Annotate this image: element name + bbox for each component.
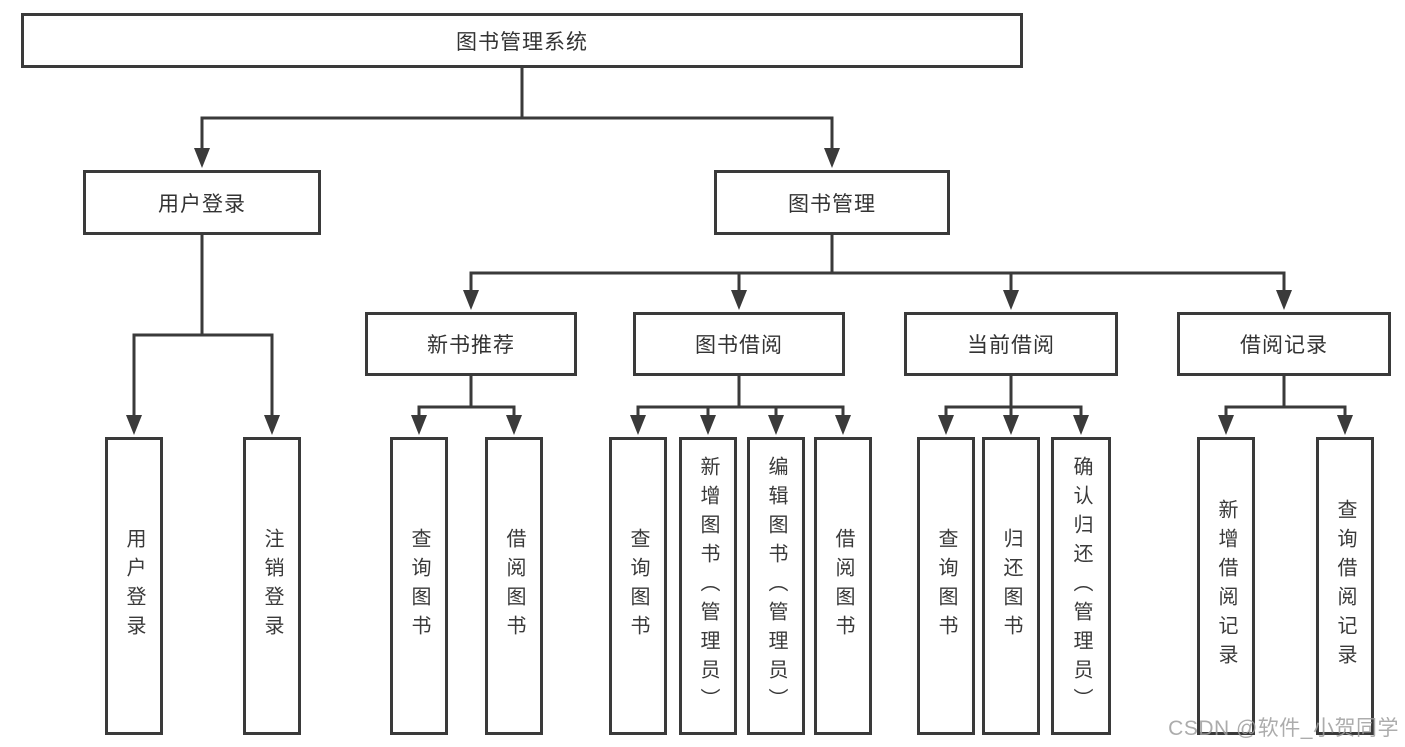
leaf-borrow-books-2-label: 借阅图书 bbox=[832, 528, 854, 644]
leaf-query-books-2-label: 查询图书 bbox=[627, 528, 649, 644]
leaf-return-books: 归还图书 bbox=[982, 437, 1040, 735]
csdn-watermark: CSDN @软件_小贺同学 bbox=[1168, 717, 1399, 740]
leaf-add-books-admin: 新增图书（管理员） bbox=[679, 437, 737, 735]
node-root-label: 图书管理系统 bbox=[456, 30, 588, 54]
leaf-query-books-3: 查询图书 bbox=[917, 437, 975, 735]
leaf-user-login: 用户登录 bbox=[105, 437, 163, 735]
leaf-borrow-books-1-label: 借阅图书 bbox=[503, 528, 525, 644]
node-new-book-recommend: 新书推荐 bbox=[365, 312, 577, 376]
node-user-login-branch: 用户登录 bbox=[83, 170, 321, 235]
node-book-management-label: 图书管理 bbox=[788, 192, 876, 216]
node-book-borrow: 图书借阅 bbox=[633, 312, 845, 376]
node-current-borrow: 当前借阅 bbox=[904, 312, 1118, 376]
leaf-borrow-books-1: 借阅图书 bbox=[485, 437, 543, 735]
node-borrow-record: 借阅记录 bbox=[1177, 312, 1391, 376]
leaf-query-books-3-label: 查询图书 bbox=[935, 528, 957, 644]
node-current-borrow-label: 当前借阅 bbox=[967, 334, 1055, 357]
node-new-book-recommend-label: 新书推荐 bbox=[427, 334, 515, 357]
leaf-add-borrow-record-label: 新增借阅记录 bbox=[1215, 499, 1237, 673]
node-user-login-label: 用户登录 bbox=[158, 192, 246, 216]
leaf-logout: 注销登录 bbox=[243, 437, 301, 735]
node-borrow-record-label: 借阅记录 bbox=[1240, 334, 1328, 357]
leaf-edit-books-admin-label: 编辑图书（管理员） bbox=[765, 455, 787, 717]
node-book-borrow-label: 图书借阅 bbox=[695, 334, 783, 357]
leaf-query-books-2: 查询图书 bbox=[609, 437, 667, 735]
leaf-borrow-books-2: 借阅图书 bbox=[814, 437, 872, 735]
leaf-query-borrow-record-label: 查询借阅记录 bbox=[1334, 499, 1356, 673]
leaf-confirm-return-admin-label: 确认归还（管理员） bbox=[1070, 455, 1092, 717]
leaf-add-books-admin-label: 新增图书（管理员） bbox=[697, 455, 719, 717]
node-root-system: 图书管理系统 bbox=[21, 13, 1023, 68]
leaf-query-books-1: 查询图书 bbox=[390, 437, 448, 735]
leaf-query-borrow-record: 查询借阅记录 bbox=[1316, 437, 1374, 735]
leaf-add-borrow-record: 新增借阅记录 bbox=[1197, 437, 1255, 735]
leaf-query-books-1-label: 查询图书 bbox=[408, 528, 430, 644]
leaf-user-login-label: 用户登录 bbox=[123, 528, 145, 644]
arrowheads bbox=[126, 148, 1353, 435]
node-book-management-branch: 图书管理 bbox=[714, 170, 950, 235]
leaf-return-books-label: 归还图书 bbox=[1000, 528, 1022, 644]
leaf-logout-label: 注销登录 bbox=[261, 528, 283, 644]
leaf-edit-books-admin: 编辑图书（管理员） bbox=[747, 437, 805, 735]
leaf-confirm-return-admin: 确认归还（管理员） bbox=[1051, 437, 1111, 735]
